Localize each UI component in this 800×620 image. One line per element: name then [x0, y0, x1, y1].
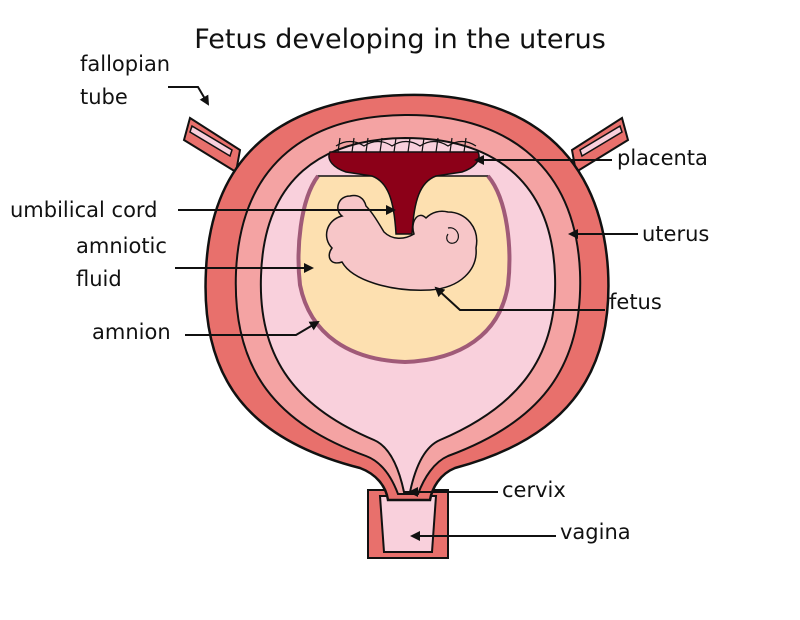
- label-fallopian-tube-line2: tube: [80, 85, 128, 109]
- arrow-amnion: [185, 320, 320, 336]
- amnion-membrane: [296, 174, 512, 365]
- label-uterus: uterus: [642, 222, 710, 246]
- label-fallopian-tube: fallopian tube: [80, 52, 170, 110]
- label-amniotic-fluid: amniotic fluid: [76, 234, 167, 292]
- label-arrows: [168, 86, 638, 541]
- placenta-shape: [328, 151, 480, 235]
- arrow-fallopian-tube: [168, 86, 210, 106]
- label-umbilical-cord: umbilical cord: [10, 198, 158, 222]
- label-vagina: vagina: [560, 520, 631, 544]
- label-placenta: placenta: [617, 146, 708, 170]
- label-amniotic-fluid-line2: fluid: [76, 267, 122, 291]
- placenta-villi: [335, 137, 477, 153]
- label-fallopian-tube-line1: fallopian: [80, 52, 171, 76]
- fetus-ear-detail: [446, 227, 460, 244]
- label-amniotic-fluid-line1: amniotic: [76, 234, 167, 258]
- fetus-shape: [325, 194, 478, 291]
- fallopian-tube-left: [182, 116, 242, 174]
- label-cervix: cervix: [502, 478, 566, 502]
- label-fetus: fetus: [609, 290, 662, 314]
- label-amnion: amnion: [92, 320, 171, 344]
- arrow-fetus: [434, 286, 605, 311]
- diagram-title: Fetus developing in the uterus: [194, 24, 606, 55]
